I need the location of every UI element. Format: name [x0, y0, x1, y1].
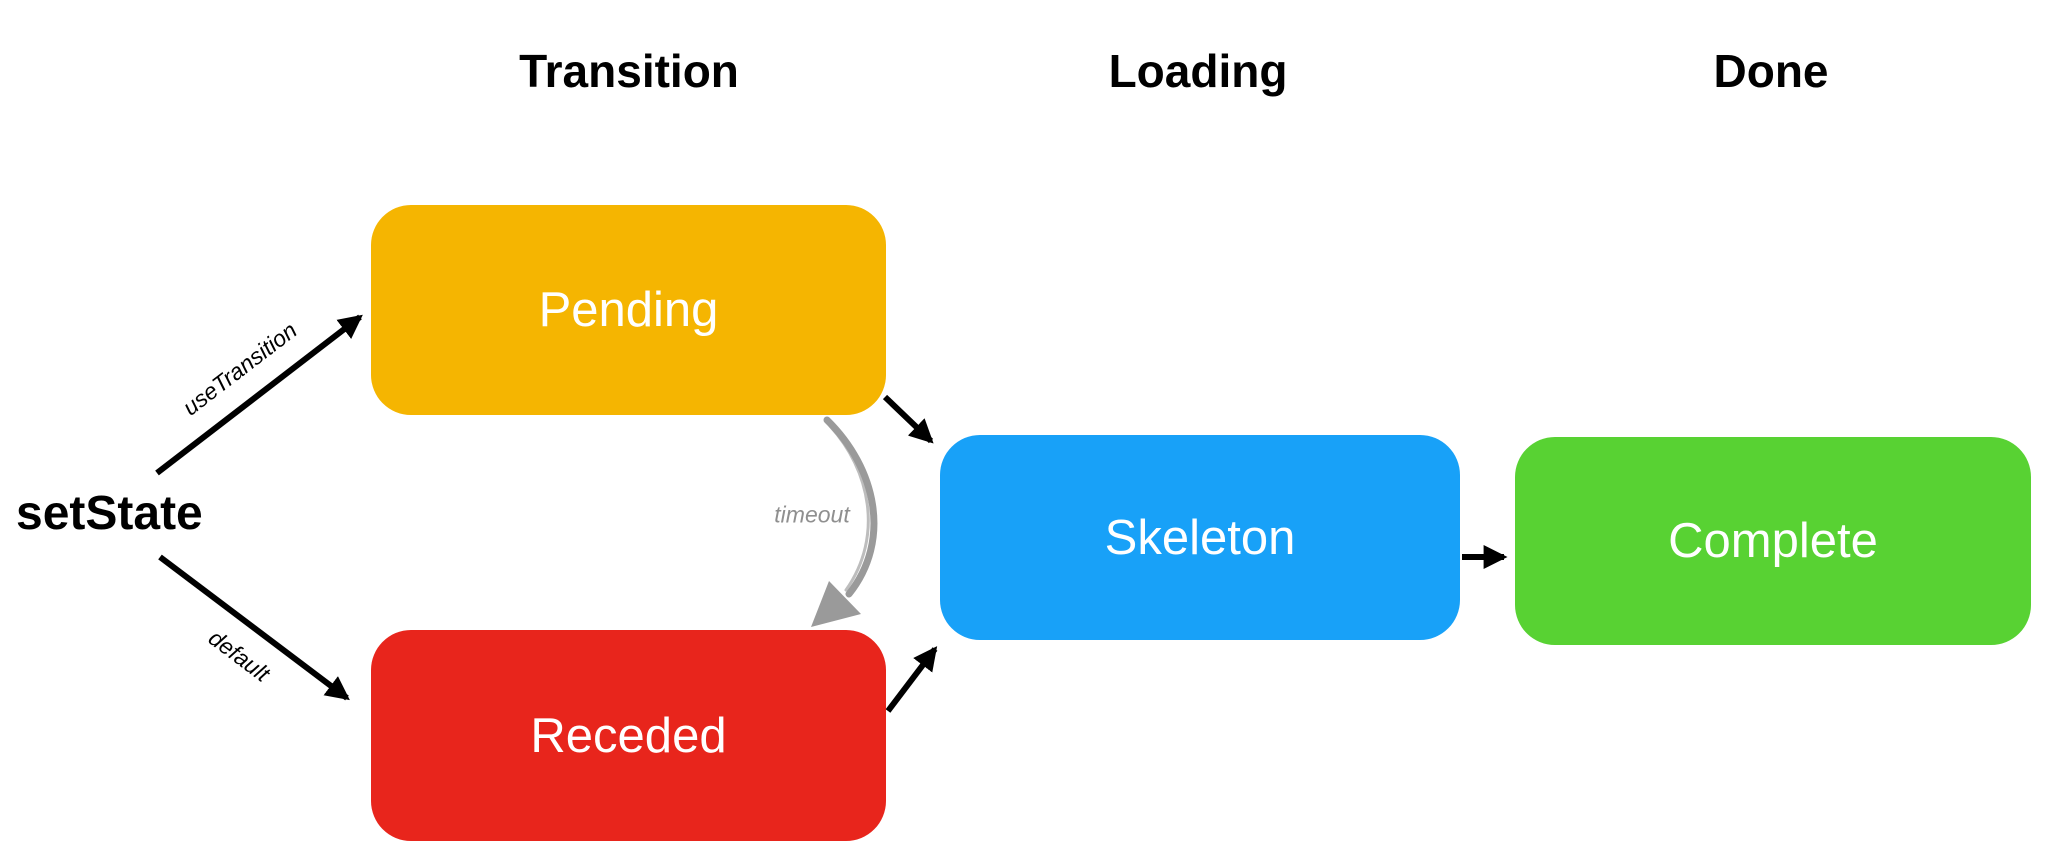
- edge-pending-receded-timeout-arrowhead: [811, 581, 861, 627]
- edge-pending-skeleton-arrow: [882, 394, 934, 444]
- source-label-setstate: setState: [16, 487, 203, 540]
- column-header-loading: Loading: [1108, 45, 1288, 97]
- node-pending-label: Pending: [538, 283, 719, 337]
- edge-label-usetransition: useTransition: [177, 316, 302, 421]
- edge-label-timeout: timeout: [774, 501, 850, 528]
- column-header-done: Done: [1713, 45, 1829, 97]
- node-complete: Complete: [1515, 437, 2031, 645]
- node-receded: Receded: [371, 630, 886, 841]
- node-receded-label: Receded: [530, 708, 727, 763]
- node-skeleton-label: Skeleton: [1104, 510, 1296, 565]
- node-pending: Pending: [371, 205, 886, 415]
- node-skeleton: Skeleton: [940, 435, 1460, 640]
- edge-label-default: default: [203, 624, 275, 687]
- node-complete-label: Complete: [1668, 514, 1878, 568]
- edge-receded-skeleton-arrow: [885, 646, 938, 713]
- column-header-transition: Transition: [519, 45, 739, 97]
